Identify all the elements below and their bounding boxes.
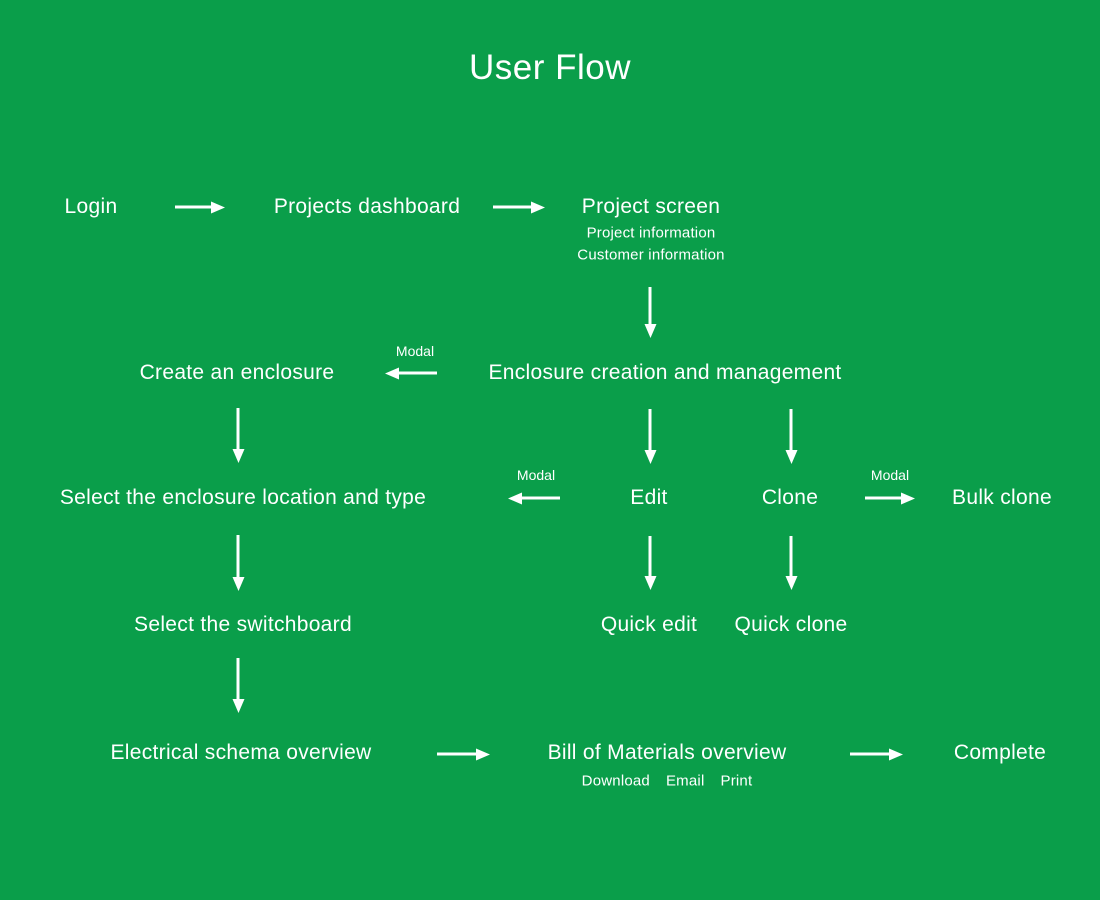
modal-label-create-enclosure: Modal [395,343,435,359]
arrow-enclosure-management-to-clone [789,409,793,450]
arrow-select-location-to-select-switchboard [236,535,240,577]
node-select-switchboard: Select the switchboard [134,613,352,636]
node-select-location: Select the enclosure location and type [59,486,427,509]
arrow-select-switchboard-to-electrical-schema [236,658,240,699]
node-bom-overview: Bill of Materials overview [547,741,787,764]
node-bulk-clone: Bulk clone [952,486,1052,509]
node-clone: Clone [761,486,819,509]
arrow-electrical-schema-to-bom [437,752,476,756]
arrow-projects-dashboard-to-project-screen [493,205,531,209]
arrow-edit-to-quick-edit [648,536,652,576]
bom-actions: Download Email Print [582,773,753,790]
arrow-bom-to-complete [850,752,889,756]
node-projects-dashboard: Projects dashboard [273,195,461,218]
arrow-clone-to-bulk-clone [865,496,901,500]
node-edit: Edit [630,486,668,509]
modal-label-select-location: Modal [516,467,556,483]
node-quick-edit: Quick edit [600,613,698,636]
node-electrical-schema: Electrical schema overview [110,741,372,764]
page-title: User Flow [468,48,632,87]
node-complete: Complete [953,741,1047,764]
node-create-enclosure: Create an enclosure [139,361,335,384]
arrow-enclosure-management-to-edit [648,409,652,450]
arrow-create-enclosure-to-select-location [236,408,240,449]
node-quick-clone: Quick clone [734,613,848,636]
bom-action-email: Email [665,772,705,790]
arrow-clone-to-quick-clone [789,536,793,576]
bom-action-print: Print [720,772,753,790]
node-enclosure-management: Enclosure creation and management [488,361,842,384]
node-project-screen-subline-2: Customer information [577,246,725,264]
node-project-screen-subline-1: Project information [586,224,716,242]
arrow-edit-to-select-location [522,496,560,500]
node-login: Login [64,195,118,218]
bom-action-download: Download [581,772,650,790]
arrow-login-to-projects-dashboard [175,205,211,209]
node-project-screen: Project screen [581,195,721,218]
arrow-enclosure-management-to-create-enclosure [399,371,437,375]
modal-label-bulk-clone: Modal [870,467,910,483]
arrow-project-screen-to-enclosure-management [648,287,652,324]
